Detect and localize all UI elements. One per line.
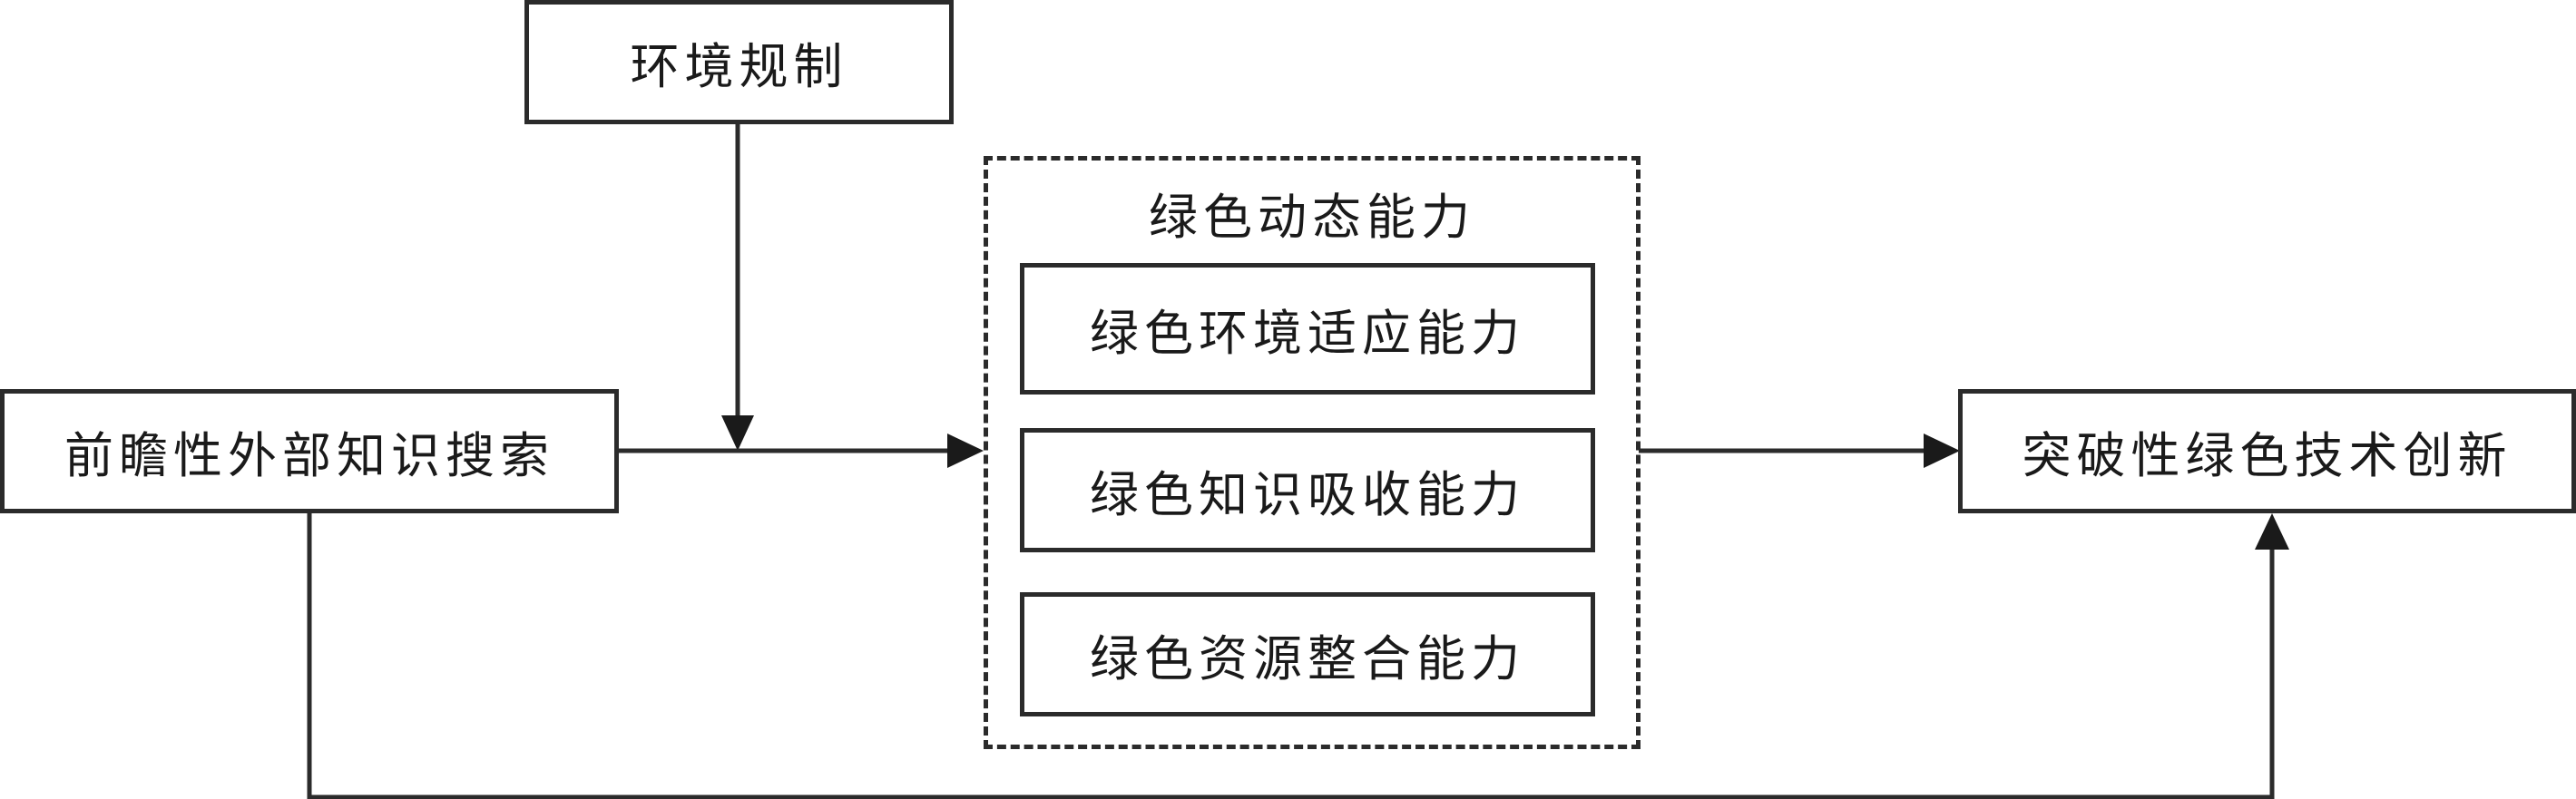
group-green-dynamic-capability: 绿色动态能力 bbox=[984, 156, 1641, 749]
arrowhead-to-breakthrough bbox=[1924, 434, 1960, 468]
item-green-knowledge-absorption: 绿色知识吸收能力 bbox=[1020, 428, 1595, 552]
group-title: 绿色动态能力 bbox=[1149, 189, 1475, 246]
node-forward-external-knowledge-search: 前瞻性外部知识搜索 bbox=[0, 389, 619, 513]
item-label: 绿色资源整合能力 bbox=[1090, 630, 1525, 687]
node-breakthrough-label: 突破性绿色技术创新 bbox=[2022, 427, 2512, 484]
arrowhead-to-group bbox=[947, 434, 984, 468]
arrowhead-regulation bbox=[721, 415, 754, 451]
node-forward-search-label: 前瞻性外部知识搜索 bbox=[64, 427, 554, 484]
node-breakthrough-green-innovation: 突破性绿色技术创新 bbox=[1958, 389, 2576, 513]
item-green-resource-integration: 绿色资源整合能力 bbox=[1020, 592, 1595, 716]
node-environmental-regulation-label: 环境规制 bbox=[630, 38, 848, 95]
item-label: 绿色环境适应能力 bbox=[1090, 305, 1525, 362]
item-label: 绿色知识吸收能力 bbox=[1090, 466, 1525, 523]
edge-search-to-breakthrough-direct bbox=[307, 513, 2275, 799]
arrowhead-direct bbox=[2255, 513, 2289, 550]
item-green-environment-adaptation: 绿色环境适应能力 bbox=[1020, 263, 1595, 395]
node-environmental-regulation: 环境规制 bbox=[524, 0, 954, 124]
